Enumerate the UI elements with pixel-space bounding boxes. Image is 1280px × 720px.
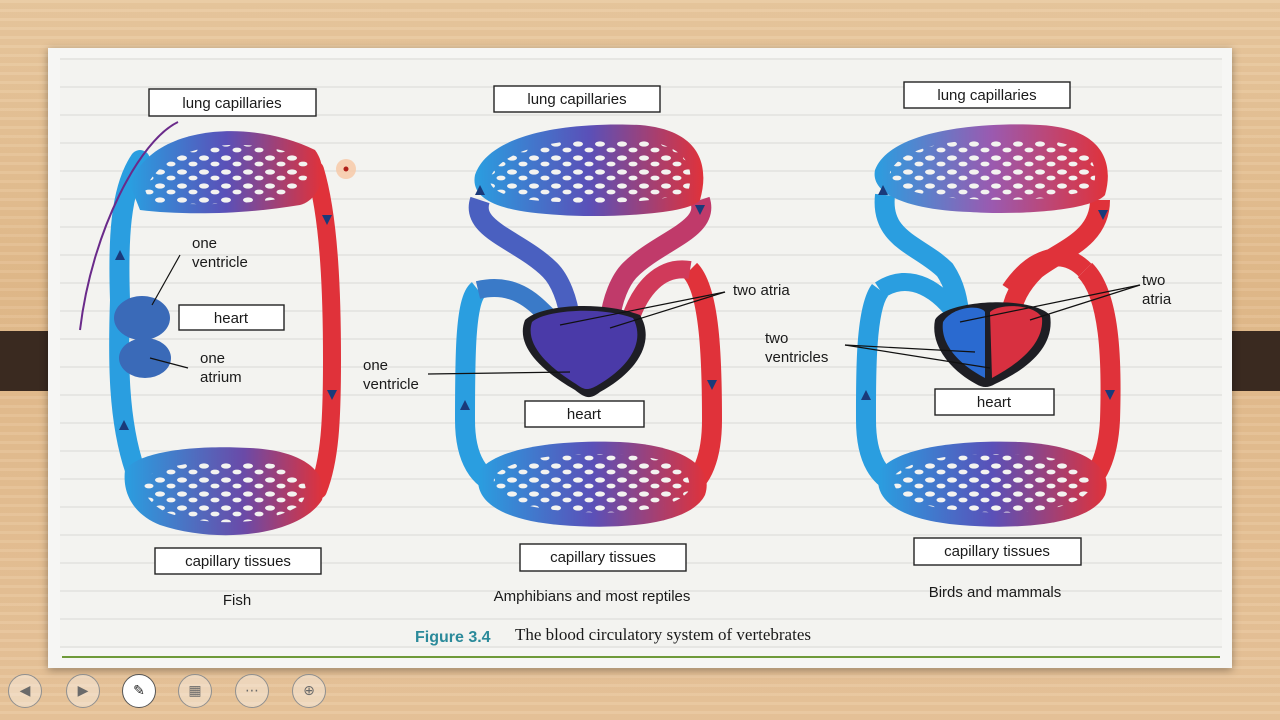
see-all-slides-button[interactable]: ▦ <box>178 674 212 708</box>
previous-slide-button[interactable]: ◀ <box>8 674 42 708</box>
bird-leader-atria-2 <box>1029 284 1141 321</box>
pen-icon: ✎ <box>133 683 145 699</box>
zoom-icon: ⊕ <box>303 683 315 699</box>
fish-annot-atrium: atrium <box>200 369 242 386</box>
page-rule <box>62 656 1220 658</box>
bird-annot-two-1: two <box>1142 272 1165 289</box>
bird-leader-ventricles-1 <box>844 344 976 353</box>
bird-capillary-label: capillary tissues <box>944 543 1050 560</box>
bird-panel-title: Birds and mammals <box>929 584 1062 601</box>
fish-lung-label-box <box>148 88 317 117</box>
bird-annot-two-2: two <box>765 330 788 347</box>
bird-lung-label-box <box>903 81 1071 109</box>
amp-annot-ventricle: ventricle <box>363 376 419 393</box>
amp-lung-capillaries-pattern <box>489 139 691 203</box>
amp-annot-one: one <box>363 357 388 374</box>
bird-artery-right <box>1077 262 1121 494</box>
amp-leader-atria-1 <box>559 291 726 326</box>
pen-stroke <box>79 121 179 331</box>
bird-left-side <box>990 306 1043 378</box>
amp-heart-box <box>524 400 645 428</box>
fish-lung-label: lung capillaries <box>182 95 281 112</box>
bird-heart-label: heart <box>977 394 1012 411</box>
amp-vessel-to-heart-right <box>621 260 692 324</box>
bird-arrow-top-right <box>1098 210 1108 220</box>
bird-lung-label: lung capillaries <box>937 87 1036 104</box>
bird-lung-capillaries-pattern <box>889 139 1096 200</box>
zoom-button[interactable]: ⊕ <box>292 674 326 708</box>
amp-capillary-label: capillary tissues <box>550 549 656 566</box>
figure-number: Figure 3.4 <box>415 629 491 646</box>
bird-arrow-down <box>1105 390 1115 400</box>
amp-lung-label: lung capillaries <box>527 91 626 108</box>
bird-tissue-capillaries-pattern <box>893 454 1090 513</box>
amp-arrow-up <box>460 400 470 410</box>
fish-panel-title: Fish <box>223 592 251 609</box>
fish-arrow-down-1 <box>322 215 332 225</box>
bird-annot-ventricles: ventricles <box>765 349 828 366</box>
amp-pulmonary-left <box>468 196 580 322</box>
fish-ventricle <box>114 296 170 340</box>
fish-heart-box <box>178 304 285 331</box>
fish-annot-one-1: one <box>192 235 217 252</box>
amp-tissue-capillaries-pattern <box>493 454 690 513</box>
amp-pulmonary-right <box>600 196 712 322</box>
fish-arrow-up-2 <box>119 420 129 430</box>
bird-leader-ventricles-2 <box>844 344 991 369</box>
fish-annot-ventricle: ventricle <box>192 254 248 271</box>
bird-pulmonary-artery <box>874 193 970 322</box>
fish-annot-one-2: one <box>200 350 225 367</box>
amp-capillary-box <box>519 543 687 572</box>
amphibian-circulation <box>427 124 726 527</box>
fish-leader-ventricle <box>151 254 181 306</box>
more-icon: ⋯ <box>245 683 259 699</box>
amp-heart-ventricle <box>530 310 638 390</box>
amp-annot-two-atria: two atria <box>733 282 790 299</box>
amp-arrow-top-right <box>695 205 705 215</box>
laser-pointer-dot <box>343 166 349 172</box>
fish-atrium <box>119 338 171 378</box>
pen-tool-button[interactable]: ✎ <box>122 674 156 708</box>
bird-heart-box <box>934 388 1055 416</box>
amp-leader-atria-2 <box>609 291 726 329</box>
fish-heart-label: heart <box>214 310 249 327</box>
label-boxes: lung capillaries heart capillary tissues… <box>148 81 1172 609</box>
next-icon: ▶ <box>77 683 89 699</box>
bird-right-side <box>942 307 985 378</box>
fish-capillary-label: capillary tissues <box>185 553 291 570</box>
more-options-button[interactable]: ⋯ <box>235 674 269 708</box>
bird-annot-atria: atria <box>1142 291 1172 308</box>
amp-leader-ventricle <box>427 371 571 375</box>
fish-capillary-box <box>154 547 322 575</box>
bird-leader-atria-1 <box>959 284 1141 323</box>
amp-arrow-top-left <box>475 185 485 195</box>
fish-leader-atrium <box>149 357 189 369</box>
bird-capillary-box <box>913 537 1082 566</box>
previous-icon: ◀ <box>19 683 31 699</box>
bird-arrow-up <box>861 390 871 400</box>
fish-lung-capillaries-pattern <box>145 144 309 205</box>
amp-arrow-down <box>707 380 717 390</box>
figure-title: The blood circulatory system of vertebra… <box>515 625 811 644</box>
bird-pulmonary-vein <box>1000 199 1110 322</box>
fish-arrow-down-2 <box>327 390 337 400</box>
amp-heart-label: heart <box>567 406 602 423</box>
amp-lung-label-box <box>493 85 661 113</box>
amp-vein-left <box>454 282 504 495</box>
fish-circulation <box>79 121 342 536</box>
next-slide-button[interactable]: ▶ <box>66 674 100 708</box>
slides-icon: ▦ <box>188 683 202 699</box>
bird-circulation <box>844 124 1141 527</box>
bird-vein-left <box>855 284 904 495</box>
fish-tissue-capillaries-pattern <box>143 461 306 523</box>
fish-arrow-up-1 <box>115 250 125 260</box>
bird-arrow-top-left <box>878 185 888 195</box>
amp-panel-title: Amphibians and most reptiles <box>494 588 691 605</box>
